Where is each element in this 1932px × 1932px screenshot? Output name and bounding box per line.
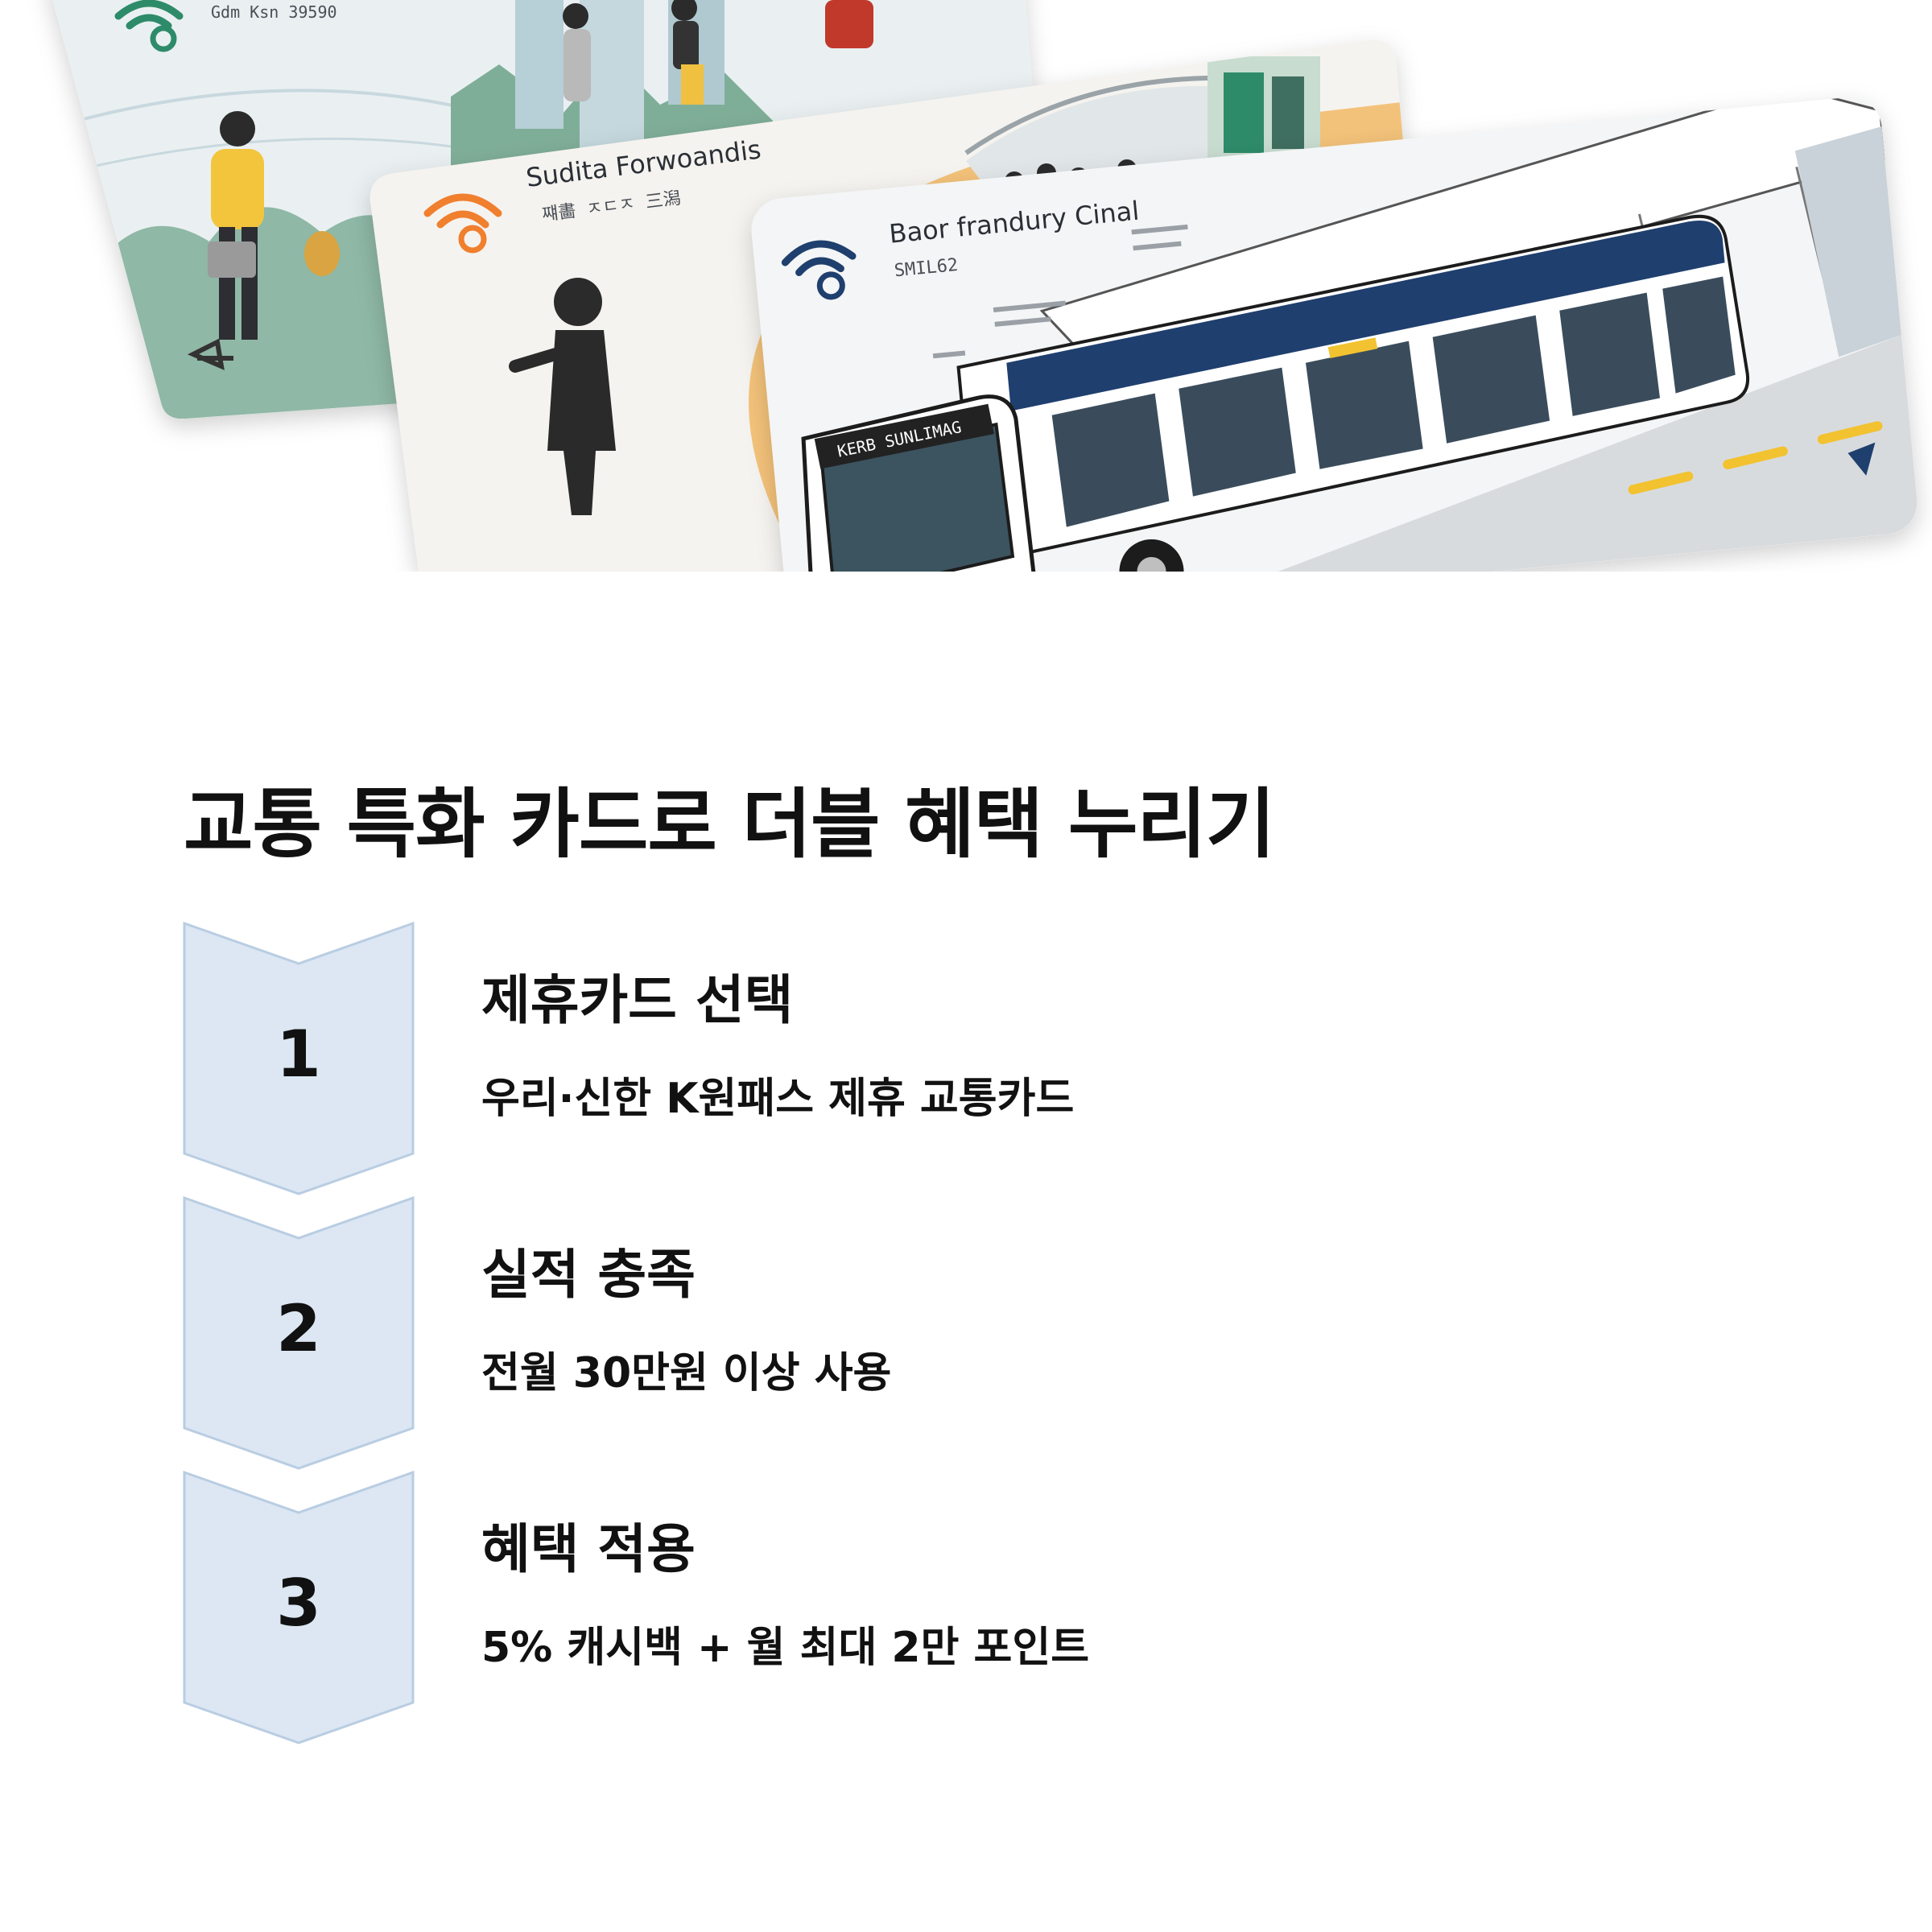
transit-card-bus: KERB SUNLIMAG Baor frandury Cinal SMIL62	[751, 94, 1921, 572]
step-description: 전월 30만원 이상 사용	[481, 1349, 892, 1397]
step-title: 실적 충족	[481, 1244, 696, 1306]
chevron-down-shape	[183, 1471, 415, 1744]
step-title: 혜택 적용	[481, 1518, 696, 1580]
bus-illustration: KERB SUNLIMAG	[801, 214, 1750, 572]
step-item-1: 1 제휴카드 선택 우리·신한 K원패스 제휴 교통카드	[0, 922, 1932, 1195]
step-item-2: 2 실적 충족 전월 30만원 이상 사용	[0, 1196, 1932, 1470]
step-item-3: 3 혜택 적용 5% 캐시백 + 월 최대 2만 포인트	[0, 1471, 1932, 1744]
card-1-code: Gdm Ksn 39590	[211, 2, 337, 22]
step-number: 3	[276, 1566, 321, 1641]
step-description: 우리·신한 K원패스 제휴 교통카드	[481, 1075, 1075, 1123]
step-number: 1	[276, 1017, 321, 1092]
chevron-down-shape	[183, 922, 415, 1195]
hero-illustration: Gdm Ksn 39590	[0, 0, 1932, 572]
transit-cards-image: Gdm Ksn 39590	[48, 0, 1921, 572]
page-title: 교통 특화 카드로 더블 혜택 누리기	[184, 781, 1275, 869]
step-number: 2	[276, 1291, 321, 1366]
chevron-down-shape	[183, 1196, 415, 1470]
step-title: 제휴카드 선택	[481, 969, 794, 1031]
step-description: 5% 캐시백 + 월 최대 2만 포인트	[481, 1624, 1090, 1672]
